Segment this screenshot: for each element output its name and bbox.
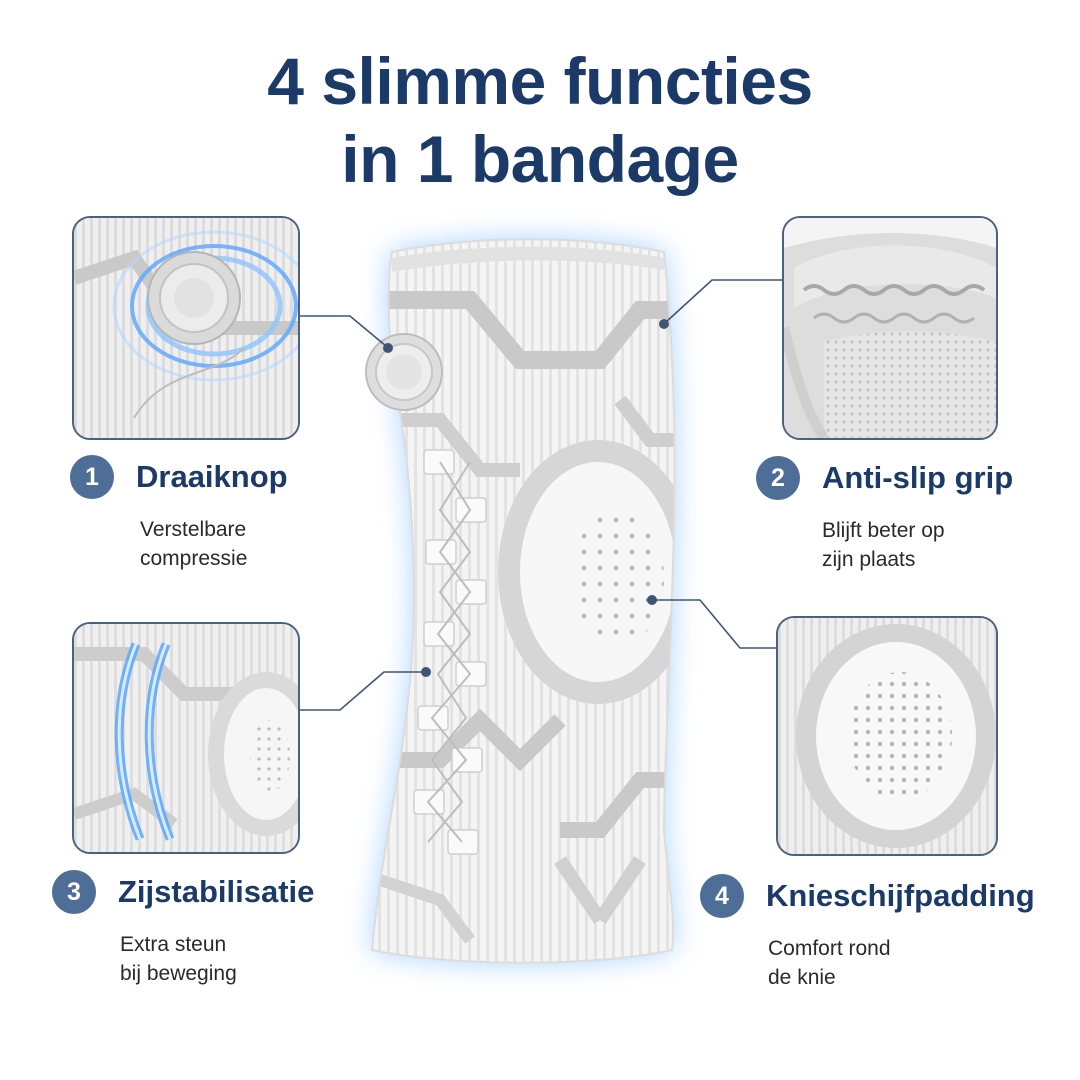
- feature-2-number: 2: [756, 456, 800, 500]
- title-line-1: 4 slimme functies: [267, 44, 813, 118]
- feature-1: 1 Draaiknop Verstelbare compressie: [70, 455, 340, 573]
- grip-band-photo: [782, 216, 998, 440]
- feature-4-title: Knieschijfpadding: [766, 878, 1035, 913]
- feature-3-desc-line-2: bij beweging: [120, 962, 237, 985]
- feature-1-desc-line-2: compressie: [140, 547, 248, 570]
- dial-knob-icon: [365, 333, 443, 411]
- feature-3-number: 3: [52, 870, 96, 914]
- feature-3-title: Zijstabilisatie: [118, 874, 315, 909]
- feature-1-number: 1: [70, 455, 114, 499]
- feature-4-desc-line-2: de knie: [768, 966, 836, 989]
- page-title: 4 slimme functies in 1 bandage: [0, 42, 1080, 198]
- title-line-2: in 1 bandage: [341, 122, 739, 196]
- feature-4-description: Comfort rond de knie: [768, 934, 968, 992]
- feature-2-title: Anti-slip grip: [822, 460, 1014, 495]
- dial-knob-photo: [72, 216, 300, 440]
- kneecap-pad-photo: [776, 616, 998, 856]
- feature-2: 2 Anti-slip grip Blijft beter op zijn pl…: [756, 456, 1022, 574]
- side-stabilizer-photo: [72, 622, 300, 854]
- feature-1-title: Draaiknop: [136, 459, 288, 494]
- feature-2-desc-line-1: Blijft beter op: [822, 519, 945, 542]
- feature-2-desc-line-2: zijn plaats: [822, 548, 916, 571]
- feature-3: 3 Zijstabilisatie Extra steun bij bewegi…: [52, 870, 320, 988]
- feature-4-number: 4: [700, 874, 744, 918]
- feature-1-desc-line-1: Verstelbare: [140, 518, 247, 541]
- feature-3-description: Extra steun bij beweging: [120, 930, 320, 988]
- feature-3-desc-line-1: Extra steun: [120, 933, 227, 956]
- feature-4: 4 Knieschijfpadding Comfort rond de knie: [700, 874, 1035, 992]
- feature-2-description: Blijft beter op zijn plaats: [822, 516, 1022, 574]
- feature-1-description: Verstelbare compressie: [140, 515, 340, 573]
- feature-4-desc-line-1: Comfort rond: [768, 937, 891, 960]
